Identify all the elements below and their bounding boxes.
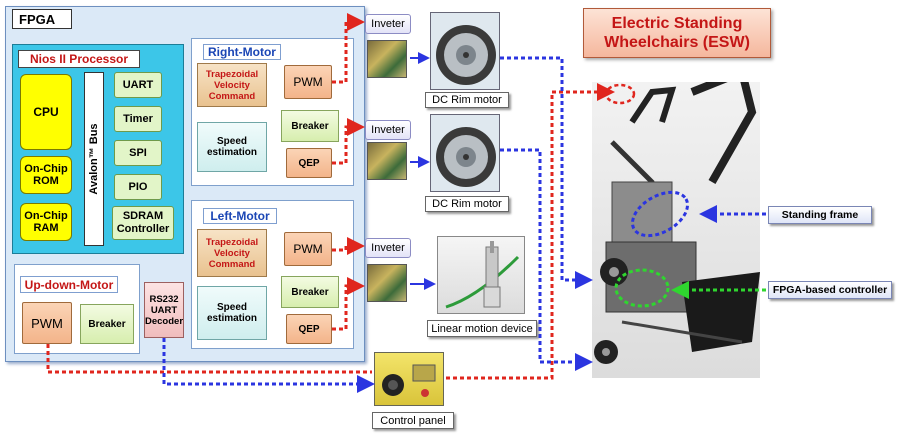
inverter-1-board-icon xyxy=(367,40,407,78)
wire-motor-2-to-esw xyxy=(500,148,593,371)
wire-rs232-to-control-panel xyxy=(162,338,375,393)
wheelchair-icon xyxy=(594,66,760,364)
fpga-title: FPGA xyxy=(12,9,72,29)
standing-frame-callout: Standing frame xyxy=(768,206,872,224)
dc-rim-motor-1-image xyxy=(430,12,500,90)
left-speed-estimation-block: Speed estimation xyxy=(197,286,267,340)
inverter-2-label: Inveter xyxy=(365,120,411,140)
right-pwm-block: PWM xyxy=(284,65,332,99)
control-panel-label: Control panel xyxy=(372,412,454,429)
fpga-controller-callout: FPGA-based controller xyxy=(768,281,892,299)
right-trapezoidal-block: Trapezoidal Velocity Command xyxy=(197,63,267,107)
wire-left-pwm-to-inverter-3 xyxy=(332,237,365,255)
sdram-controller-block: SDRAM Controller xyxy=(112,206,174,240)
wheelchair-photo xyxy=(592,66,760,378)
wire-right-pwm-to-inverter-1 xyxy=(332,13,365,84)
inverter-2-board-icon xyxy=(367,142,407,180)
right-speed-estimation-block: Speed estimation xyxy=(197,122,267,172)
dc-rim-motor-1-icon xyxy=(436,25,496,85)
wire-right-qep-to-inverter-2 xyxy=(332,118,365,165)
inverter-3-label: Inveter xyxy=(365,238,411,258)
control-panel-icon xyxy=(382,364,436,397)
left-breaker-block: Breaker xyxy=(281,276,339,308)
pio-block: PIO xyxy=(114,174,162,200)
left-pwm-block: PWM xyxy=(284,232,332,266)
updown-motor-title: Up-down-Motor xyxy=(20,276,118,293)
control-panel-image xyxy=(374,352,444,406)
avalon-bus: Avalon™ Bus xyxy=(84,72,104,246)
nios-title: Nios II Processor xyxy=(18,50,140,68)
wire-left-qep-to-inverter-3 xyxy=(332,277,365,331)
linear-motion-device-label: Linear motion device xyxy=(427,320,537,337)
left-qep-block: QEP xyxy=(286,314,332,344)
spi-block: SPI xyxy=(114,140,162,166)
dc-rim-motor-2-label: DC Rim motor xyxy=(425,196,509,212)
standing-frame-highlight xyxy=(631,190,689,238)
esw-title: Electric Standing Wheelchairs (ESW) xyxy=(583,8,771,58)
left-trapezoidal-block: Trapezoidal Velocity Command xyxy=(197,229,267,277)
linear-actuator-icon xyxy=(445,241,520,309)
on-chip-ram-block: On-Chip RAM xyxy=(20,203,72,241)
dc-rim-motor-2-icon xyxy=(436,127,496,187)
inverter-3-board-icon xyxy=(367,264,407,302)
uart-block: UART xyxy=(114,72,162,98)
rs232-uart-decoder-block: RS232 UART Decoder xyxy=(144,282,184,338)
right-motor-title: Right-Motor xyxy=(203,44,281,60)
fpga-controller-highlight xyxy=(614,268,670,308)
left-motor-title: Left-Motor xyxy=(203,208,277,224)
on-chip-rom-block: On-Chip ROM xyxy=(20,156,72,194)
right-breaker-block: Breaker xyxy=(281,110,339,142)
updown-pwm-block: PWM xyxy=(22,302,72,344)
right-qep-block: QEP xyxy=(286,148,332,178)
cpu-block: CPU xyxy=(20,74,72,150)
wire-motor-1-to-esw xyxy=(500,56,593,289)
wire-control-panel-to-esw xyxy=(446,83,615,380)
timer-block: Timer xyxy=(114,106,162,132)
wire-updown-pwm-to-control-panel xyxy=(46,344,372,374)
dc-rim-motor-2-image xyxy=(430,114,500,192)
updown-breaker-block: Breaker xyxy=(80,304,134,344)
linear-motion-device-image xyxy=(437,236,525,314)
control-input-highlight xyxy=(604,83,636,105)
dc-rim-motor-1-label: DC Rim motor xyxy=(425,92,509,108)
inverter-1-label: Inveter xyxy=(365,14,411,34)
